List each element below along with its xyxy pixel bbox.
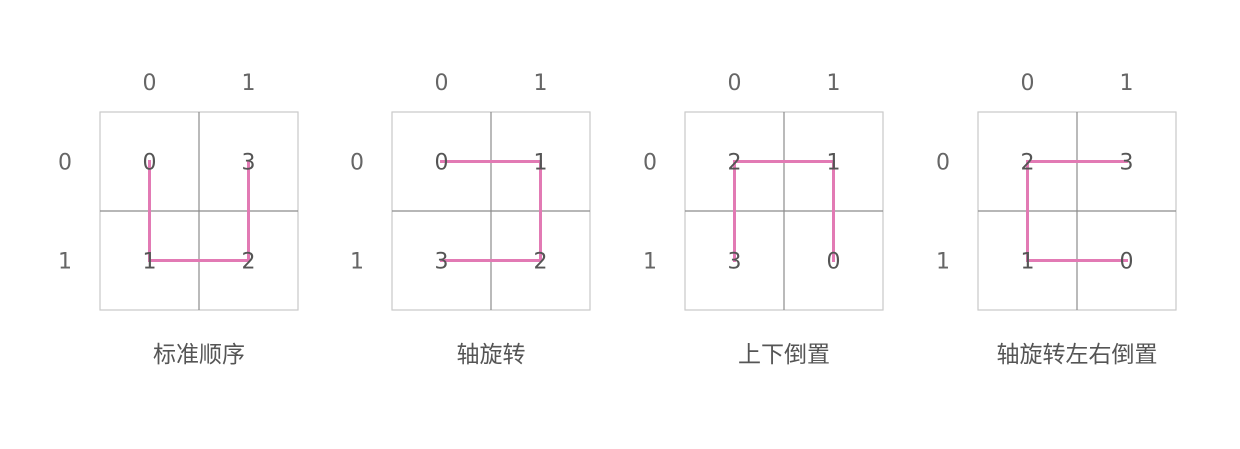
cell-value: 0 <box>827 250 841 275</box>
traversal-path <box>148 160 250 262</box>
traversal-path <box>1026 160 1128 262</box>
cell-value: 0 <box>435 151 449 176</box>
row-label: 0 <box>350 151 364 176</box>
column-label: 1 <box>242 71 256 96</box>
cell-value: 1 <box>1021 250 1035 275</box>
row-label: 0 <box>643 151 657 176</box>
column-label: 1 <box>1120 71 1134 96</box>
row-label: 1 <box>936 250 950 275</box>
cell-value: 3 <box>242 151 256 176</box>
panel-caption: 上下倒置 <box>738 342 830 368</box>
column-label: 0 <box>435 71 449 96</box>
column-label: 1 <box>827 71 841 96</box>
column-label: 1 <box>534 71 548 96</box>
row-label: 0 <box>58 151 72 176</box>
column-label: 0 <box>728 71 742 96</box>
cell-value: 1 <box>827 151 841 176</box>
cell-value: 2 <box>728 151 742 176</box>
column-label: 0 <box>143 71 157 96</box>
cell-value: 2 <box>242 250 256 275</box>
row-label: 1 <box>643 250 657 275</box>
cell-value: 2 <box>534 250 548 275</box>
column-label: 0 <box>1021 71 1035 96</box>
panel-caption: 轴旋转左右倒置 <box>997 342 1158 368</box>
row-label: 1 <box>58 250 72 275</box>
panel-1: 0 1 0 1 0 3 1 2 标准顺序 <box>58 71 299 368</box>
panel-3: 0 1 0 1 2 1 3 0 上下倒置 <box>643 71 884 368</box>
traversal-path <box>440 160 542 262</box>
cell-value: 3 <box>728 250 742 275</box>
panel-caption: 标准顺序 <box>153 342 245 368</box>
row-label: 1 <box>350 250 364 275</box>
cell-value: 2 <box>1021 151 1035 176</box>
panel-4: 0 1 0 1 2 3 1 0 轴旋转左右倒置 <box>936 71 1177 368</box>
cell-value: 0 <box>143 151 157 176</box>
panel-2: 0 1 0 1 0 1 3 2 轴旋转 <box>350 71 591 368</box>
cell-value: 1 <box>534 151 548 176</box>
cell-value: 0 <box>1120 250 1134 275</box>
cell-value: 3 <box>1120 151 1134 176</box>
row-label: 0 <box>936 151 950 176</box>
panel-caption: 轴旋转 <box>457 342 526 368</box>
cell-value: 1 <box>143 250 157 275</box>
cell-value: 3 <box>435 250 449 275</box>
traversal-path <box>733 160 835 262</box>
